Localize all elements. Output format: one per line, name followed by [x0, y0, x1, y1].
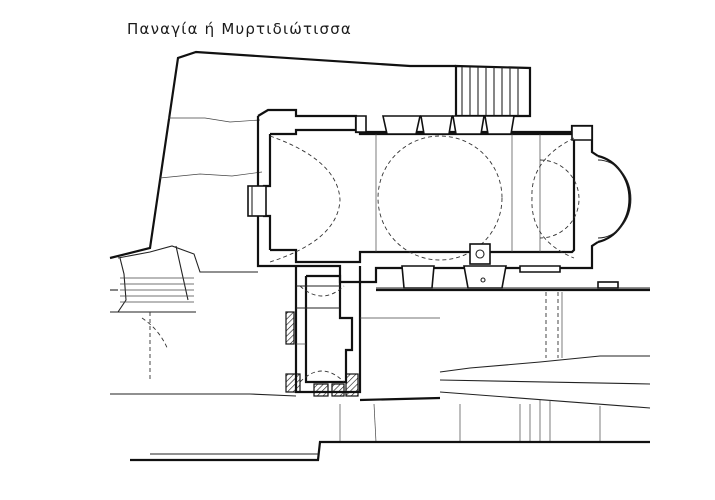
vault-projections — [269, 134, 580, 263]
south-pilasters — [401, 265, 561, 289]
ground-lines — [110, 287, 651, 462]
neighbouring-walls — [110, 117, 263, 380]
north-pilasters — [355, 115, 593, 141]
south-annex — [285, 266, 362, 397]
exterior-staircase — [454, 64, 532, 118]
surrounding-outline — [109, 50, 456, 291]
interior-features — [469, 243, 619, 289]
plan-title: Παναγία ή Μυρτιδιώτισσα — [127, 20, 352, 38]
